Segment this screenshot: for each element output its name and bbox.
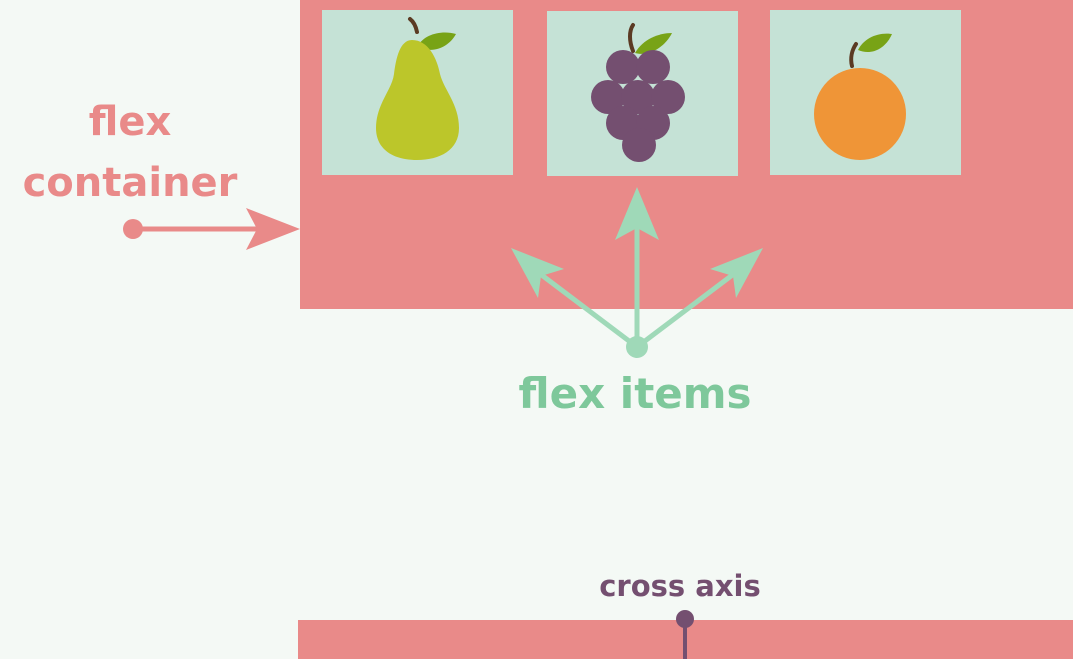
pear-icon [376, 17, 459, 160]
container-arrow [123, 208, 300, 250]
items-arrows [511, 187, 763, 358]
flex-item-grapes [547, 11, 738, 176]
grapes-icon [591, 23, 685, 162]
flex-container-label: flex container [10, 92, 250, 214]
cross-axis-label: cross axis [599, 569, 761, 603]
flex-item-orange [770, 10, 961, 175]
flex-container-label-line2: container [22, 160, 238, 206]
flex-items-label: flex items [518, 369, 752, 418]
orange-icon [814, 33, 906, 160]
flex-item-pear [322, 10, 513, 175]
flex-container-label-line1: flex [88, 99, 172, 145]
cross-axis-marker [676, 610, 694, 659]
